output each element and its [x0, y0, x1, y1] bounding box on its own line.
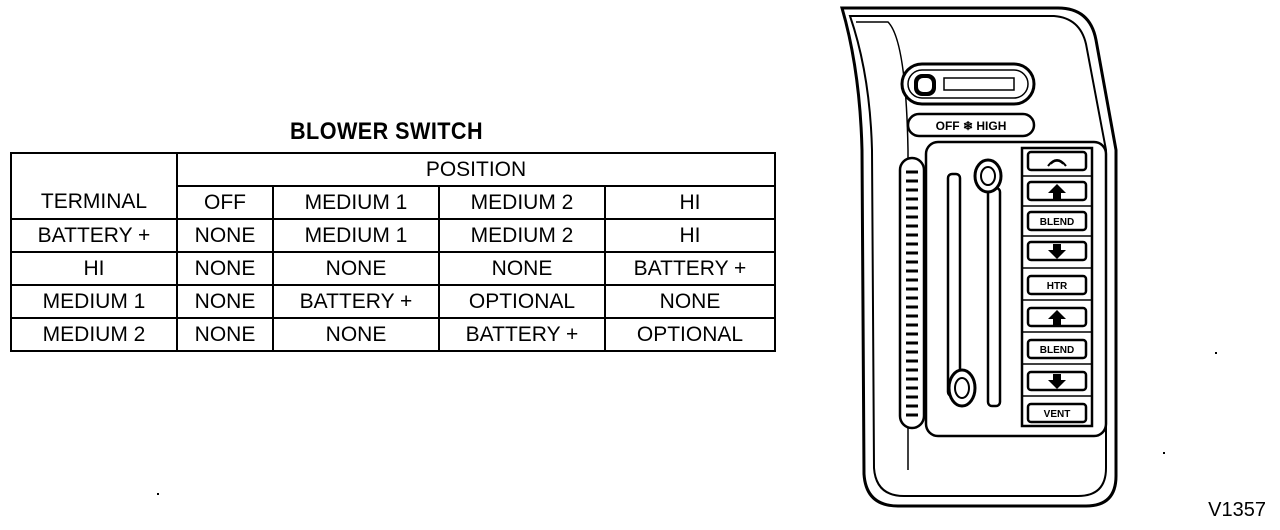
diagram-title: BLOWER SWITCH [290, 118, 484, 145]
table-cell: NONE [604, 284, 776, 319]
arrow-up-icon [1048, 184, 1066, 199]
arrow-down-icon [1048, 374, 1066, 389]
table-cell: MEDIUM 1 [272, 218, 440, 253]
table-row: BATTERY + NONE MEDIUM 1 MEDIUM 2 HI [10, 218, 776, 253]
table-cell: NONE [438, 251, 606, 286]
button-label: BLEND [1040, 217, 1074, 228]
button-label: HTR [1047, 281, 1068, 292]
table-row: MEDIUM 1 NONE BATTERY + OPTIONAL NONE [10, 284, 776, 319]
table-cell: NONE [176, 218, 274, 253]
blower-control-panel: OFF ❄ HIGH [840, 6, 1118, 508]
table-cell: NONE [272, 317, 440, 352]
table-row: MEDIUM 2 NONE NONE BATTERY + OPTIONAL [10, 317, 776, 352]
table-cell: OPTIONAL [604, 317, 776, 352]
terminal-cell: BATTERY + [10, 218, 178, 253]
position-row: OFF MEDIUM 1 MEDIUM 2 HI [11, 185, 776, 220]
position-hi: HI [604, 185, 776, 220]
scan-speck [1163, 452, 1165, 454]
table-row: HI NONE NONE NONE BATTERY + [10, 251, 776, 286]
position-medium-2: MEDIUM 2 [438, 185, 606, 220]
position-header: POSITION [176, 152, 776, 187]
panel-bezel-inner [848, 15, 1107, 497]
blower-scale-plate [906, 112, 1036, 138]
terminal-cell: MEDIUM 2 [10, 317, 178, 352]
table-cell: BATTERY + [604, 251, 776, 286]
figure-id: V1357 [1208, 499, 1266, 521]
button-label: BLEND [1040, 345, 1074, 356]
arrow-up-icon [1048, 310, 1066, 325]
table-cell: NONE [176, 251, 274, 286]
position-medium-1: MEDIUM 1 [272, 185, 440, 220]
terminal-cell: HI [10, 251, 178, 286]
blower-switch-table: TERMINAL POSITION OFF MEDIUM 1 MEDIUM 2 … [10, 152, 776, 352]
grip-strip [898, 156, 926, 430]
slider-tracks [946, 158, 1003, 408]
table-cell: HI [604, 218, 776, 253]
terminal-header: TERMINAL [10, 152, 178, 220]
table-cell: NONE [176, 317, 274, 352]
blower-knob-window [900, 62, 1036, 106]
defrost-icon [1047, 159, 1067, 167]
position-off: OFF [176, 185, 274, 220]
table-cell: NONE [176, 284, 274, 319]
blower-scale-label: OFF ❄ HIGH [936, 119, 1007, 133]
arrow-down-icon [1048, 244, 1066, 259]
table-cell: MEDIUM 2 [438, 218, 606, 253]
scan-speck [157, 493, 159, 495]
table-header-row: TERMINAL POSITION [10, 152, 776, 220]
scan-speck [1215, 352, 1217, 354]
mode-button-column: BLEND HTR BLEND VENT [1020, 146, 1094, 428]
terminal-cell: MEDIUM 1 [10, 284, 178, 319]
table-cell: OPTIONAL [438, 284, 606, 319]
table-cell: BATTERY + [438, 317, 606, 352]
table-cell: BATTERY + [272, 284, 440, 319]
table-cell: NONE [272, 251, 440, 286]
button-label: VENT [1044, 409, 1071, 420]
